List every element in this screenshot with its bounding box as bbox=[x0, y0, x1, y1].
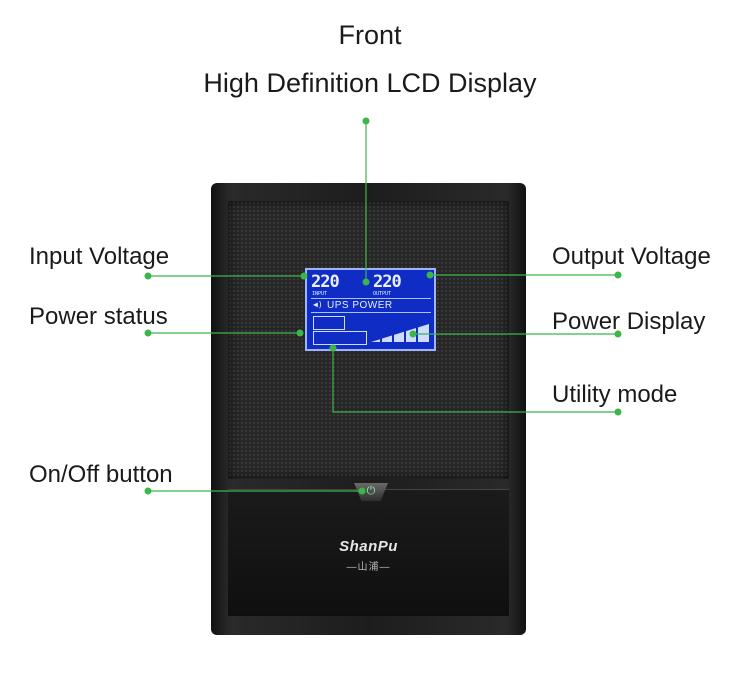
callout-input-voltage: Input Voltage bbox=[29, 243, 170, 270]
callout-power-display: Power Display bbox=[552, 308, 706, 335]
heading-subtitle: High Definition LCD Display bbox=[203, 68, 537, 98]
power-icon: ⏻ bbox=[366, 485, 376, 497]
lcd-title-bar bbox=[311, 298, 431, 313]
lcd-output-value: 220 bbox=[373, 272, 402, 292]
lcd-utility-box bbox=[313, 331, 367, 345]
lcd-output-label: OUTPUT bbox=[373, 291, 392, 297]
lcd-input-label: INPUT bbox=[312, 291, 328, 297]
lcd-input-value: 220 bbox=[311, 272, 340, 292]
lcd-title: UPS POWER bbox=[327, 300, 393, 311]
lcd-status-box bbox=[313, 316, 345, 330]
brand-subtitle: —山浦— bbox=[346, 562, 391, 573]
callout-power-status: Power status bbox=[29, 303, 168, 330]
callout-utility-mode: Utility mode bbox=[552, 381, 678, 408]
brand-logo: ShanPu bbox=[339, 538, 398, 555]
ups-lower-panel: ShanPu —山浦— bbox=[228, 489, 509, 616]
lcd-power-bars bbox=[371, 324, 429, 342]
speaker-icon: ◀) bbox=[313, 300, 323, 309]
lcd-display: 220 220 INPUT OUTPUT ◀) UPS POWER bbox=[305, 268, 436, 351]
callout-on-off-button: On/Off button bbox=[29, 461, 173, 488]
heading-front: Front bbox=[338, 20, 402, 50]
ups-device: ShanPu —山浦— bbox=[211, 183, 526, 635]
callout-output-voltage: Output Voltage bbox=[552, 243, 711, 270]
